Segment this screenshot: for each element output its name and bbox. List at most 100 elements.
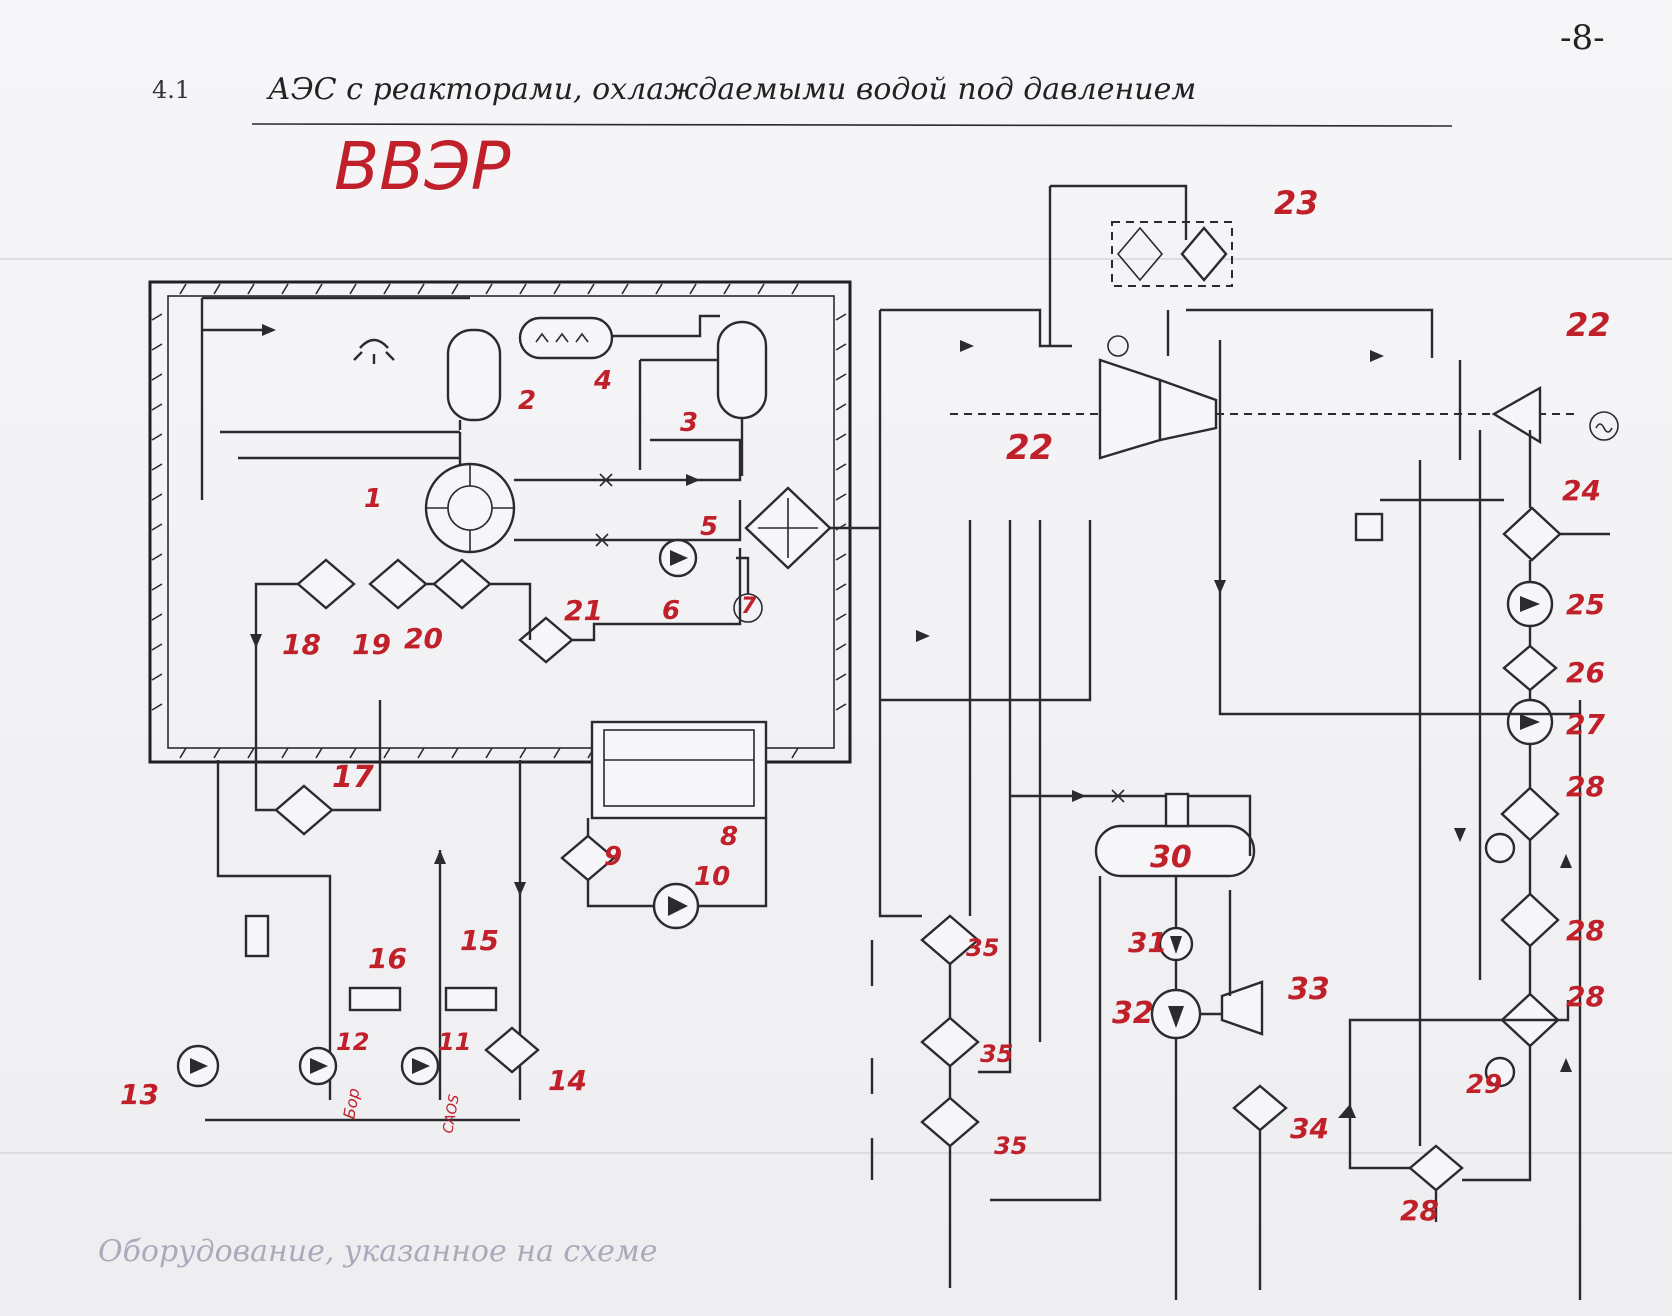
valve (1111, 789, 1125, 803)
hatch-mark (519, 283, 527, 295)
containment-outer-wall (148, 280, 852, 764)
component-label-28b: 28 (1566, 914, 1605, 947)
purification-lines (254, 548, 742, 648)
hp-turbine (1098, 358, 1162, 460)
hatch-mark (179, 283, 187, 295)
pump-29 (1484, 1056, 1516, 1088)
hatch-mark (791, 283, 799, 295)
flow-arrow (250, 634, 262, 648)
hatch-mark (621, 283, 629, 295)
component-label-8: 8 (720, 822, 739, 852)
hatch-mark (213, 747, 221, 759)
hatch-mark (485, 747, 493, 759)
valve (595, 533, 609, 547)
hatch-mark (151, 433, 163, 441)
hatch-mark (315, 283, 323, 295)
pump-arrow (190, 1058, 208, 1074)
accumulator-lines (638, 358, 744, 476)
pump-arrow (670, 550, 688, 566)
hatch-mark (151, 493, 163, 501)
component-label-22-lp: 22 (1566, 306, 1611, 344)
core-lines (426, 464, 514, 552)
hatch-mark (835, 553, 847, 561)
heat-exchanger-20 (432, 558, 492, 610)
hatch-mark (151, 373, 163, 381)
hatch-mark (151, 703, 163, 711)
lp-turbine-section (1158, 378, 1218, 442)
component-label-20: 20 (404, 622, 443, 655)
return-lines (880, 520, 1092, 1074)
hatch-mark (835, 673, 847, 681)
cooler-lines (870, 310, 952, 1288)
heater-marks (535, 332, 589, 343)
component-label-6: 6 (662, 596, 681, 626)
flow-arrow (1214, 580, 1226, 594)
hatch-mark (553, 283, 561, 295)
vent-line (200, 296, 470, 500)
hatch-mark (315, 747, 323, 759)
relief-line (612, 314, 720, 338)
footer-note: Оборудование, указанное на схеме (98, 1234, 658, 1269)
primary-loop (514, 438, 742, 542)
component-label-28a: 28 (1566, 770, 1605, 803)
hatch-mark (151, 343, 163, 351)
component-label-33: 33 (1288, 972, 1330, 1007)
hatch-mark (151, 643, 163, 651)
hatch-mark (791, 747, 799, 759)
component-label-7: 7 (741, 594, 757, 619)
component-label-30: 30 (1150, 840, 1192, 875)
component-label-26: 26 (1566, 656, 1605, 689)
flow-arrow (960, 340, 974, 352)
page-heading: АЭС с реакторами, охлаждаемыми водой под… (268, 72, 1197, 107)
feed-lines (990, 876, 1262, 1300)
hatch-mark (151, 523, 163, 531)
component-label-14: 14 (548, 1064, 587, 1097)
separator-element (1116, 226, 1164, 282)
hatch-mark (151, 463, 163, 471)
component-label-3: 3 (680, 408, 699, 438)
paper-fold-line (0, 1152, 1672, 1154)
component-label-23: 23 (1274, 184, 1319, 222)
heater-28a (1500, 786, 1560, 842)
hatch-mark (835, 343, 847, 351)
hatch-mark (151, 583, 163, 591)
pool-inner (603, 729, 755, 807)
heat-exchanger-18 (296, 558, 356, 610)
hatch-mark (417, 747, 425, 759)
hatch-mark (349, 747, 357, 759)
component-label-21: 21 (564, 594, 603, 627)
letdown-lines (220, 420, 462, 468)
hatch-mark (519, 747, 527, 759)
hatch-mark (835, 313, 847, 321)
flow-arrow (514, 882, 526, 896)
flow-arrow (434, 850, 446, 864)
moisture-separator-reheater (1111, 221, 1233, 287)
component-label-28d: 28 (1400, 1194, 1439, 1227)
hatch-mark (213, 283, 221, 295)
feed-pump-turbine-33 (1220, 980, 1264, 1036)
heat-exchanger-34 (1232, 1084, 1288, 1132)
makeup-header (205, 760, 522, 1122)
hatch-mark (835, 643, 847, 651)
hatch-mark (835, 463, 847, 471)
stop-valve (1107, 335, 1129, 357)
hatch-mark (655, 283, 663, 295)
flow-arrow (1560, 854, 1572, 868)
component-label-12: 12 (336, 1028, 370, 1056)
component-label-27: 27 (1566, 708, 1605, 741)
page-number: -8- (1560, 18, 1605, 58)
hatch-mark (485, 283, 493, 295)
generator-symbol (1595, 423, 1613, 433)
fuel-pool (590, 720, 768, 820)
paper-fold-line (0, 258, 1672, 260)
hatch-mark (247, 747, 255, 759)
component-label-35a: 35 (966, 934, 1000, 962)
component-label-9: 9 (604, 842, 623, 872)
hatch-mark (553, 747, 561, 759)
main-steam-line (880, 184, 1188, 348)
component-label-25: 25 (1566, 588, 1605, 621)
component-label-31: 31 (1128, 926, 1167, 959)
hatch-mark (151, 553, 163, 561)
flow-arrow (1454, 828, 1466, 842)
